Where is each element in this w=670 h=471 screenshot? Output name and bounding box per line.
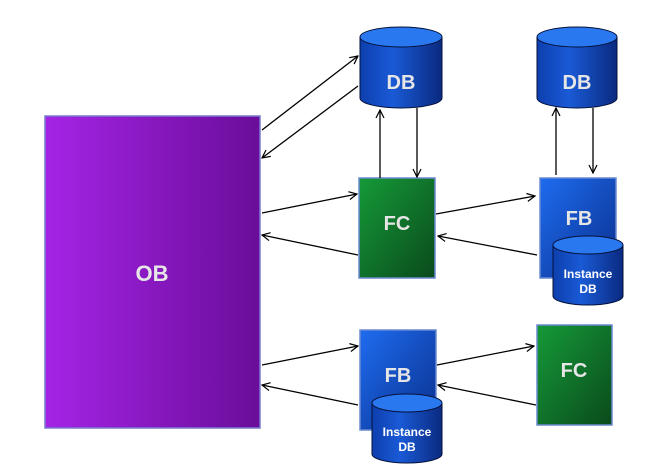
arrows bbox=[261, 56, 593, 406]
arrow-db-to-ob bbox=[262, 85, 359, 158]
svg-text:DB: DB bbox=[398, 440, 416, 454]
ob-block: OB bbox=[44, 115, 261, 429]
instance-db-cylinder-top: Instance DB bbox=[552, 235, 624, 306]
db-cylinder-top-right: DB bbox=[536, 26, 618, 109]
svg-text:FB: FB bbox=[385, 365, 412, 387]
svg-text:FB: FB bbox=[566, 208, 593, 230]
instance-db-cylinder-bottom: Instance DB bbox=[371, 393, 443, 464]
svg-text:Instance: Instance bbox=[383, 425, 432, 439]
svg-text:Instance: Instance bbox=[564, 267, 613, 281]
svg-text:DB: DB bbox=[579, 282, 597, 296]
arrow-fc-to-ob bbox=[262, 235, 359, 256]
svg-text:OB: OB bbox=[136, 261, 169, 286]
fc-block-bottom: FC bbox=[536, 324, 613, 426]
arrow-fb-to-fc-bottom bbox=[436, 346, 534, 366]
arrow-ob-to-fb-bottom bbox=[261, 346, 358, 366]
arrow-fc-to-fb bbox=[435, 196, 535, 215]
svg-text:FC: FC bbox=[561, 360, 588, 382]
svg-text:FC: FC bbox=[384, 213, 411, 235]
arrow-fc-to-fb-bottom bbox=[438, 385, 537, 406]
db-cylinder-top-left: DB bbox=[359, 26, 443, 109]
arrow-fb-to-fc bbox=[438, 236, 538, 256]
svg-text:DB: DB bbox=[563, 72, 592, 94]
arrow-ob-to-db bbox=[261, 56, 358, 131]
arrow-fb-bottom-to-ob bbox=[262, 385, 359, 406]
svg-text:DB: DB bbox=[387, 72, 416, 94]
arrow-ob-to-fc bbox=[261, 194, 357, 214]
fc-block-top: FC bbox=[358, 177, 436, 279]
